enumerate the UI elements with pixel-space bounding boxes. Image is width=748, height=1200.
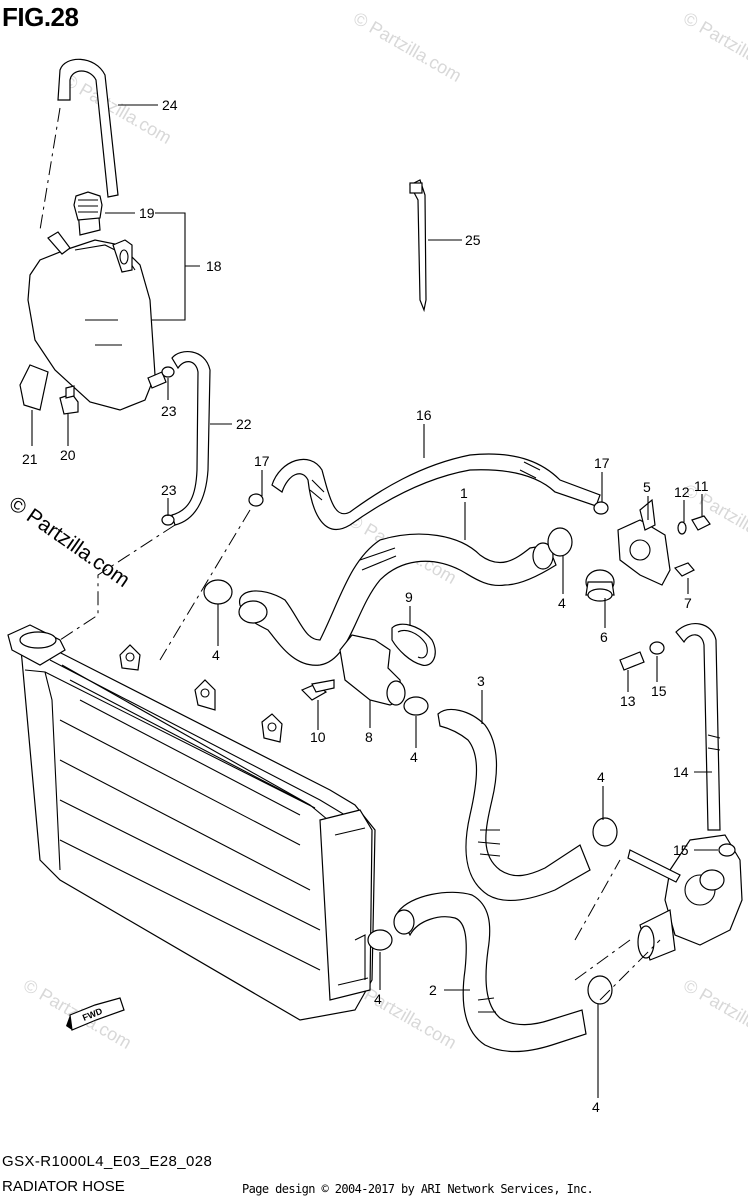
forward-arrow-icon	[66, 997, 125, 1031]
bolt	[619, 651, 645, 671]
callout-10: 10	[310, 729, 326, 745]
callout-20: 20	[60, 447, 76, 463]
callout-8: 8	[365, 729, 373, 745]
cable-tie	[409, 179, 427, 313]
callout-15: 15	[673, 842, 689, 858]
figure-title: FIG.28	[2, 2, 79, 32]
reservoir-hose	[171, 351, 211, 526]
radiator-outlet-hose	[437, 708, 591, 901]
callout-22: 22	[236, 416, 252, 432]
clamp-small	[248, 493, 609, 515]
callout-numbers: 24 19 18 25 23 22 21 20 16 17 23 17 5 12…	[22, 97, 709, 1115]
callout-25: 25	[465, 232, 481, 248]
callout-1: 1	[460, 485, 468, 501]
thermostat-housing	[339, 634, 406, 706]
water-pump-hose	[393, 891, 587, 1053]
callout-23: 23	[161, 482, 177, 498]
figure-name: RADIATOR HOSE	[2, 1178, 125, 1195]
callout-23: 23	[161, 403, 177, 419]
callout-21: 21	[22, 451, 38, 467]
callout-14: 14	[673, 764, 689, 780]
hose-clamp	[203, 527, 618, 1005]
callout-5: 5	[643, 479, 651, 495]
leader-lines	[31, 104, 718, 1098]
copyright: Page design © 2004-2017 by ARI Network S…	[242, 1182, 594, 1196]
callout-15: 15	[651, 683, 667, 699]
water-pump	[627, 834, 743, 961]
callout-6: 6	[600, 629, 608, 645]
bolt	[673, 515, 711, 577]
clamp-small	[649, 641, 736, 857]
callout-19: 19	[139, 205, 155, 221]
callout-24: 24	[162, 97, 178, 113]
bolt	[300, 679, 335, 701]
reservoir-tank	[27, 204, 167, 411]
callout-4: 4	[597, 769, 605, 785]
callout-4: 4	[592, 1099, 600, 1115]
callout-9: 9	[405, 589, 413, 605]
radiator	[7, 624, 376, 1021]
assembly-lines	[39, 107, 661, 1001]
callout-4: 4	[558, 595, 566, 611]
callout-7: 7	[684, 595, 692, 611]
model-code: GSX-R1000L4_E03_E28_028	[2, 1153, 213, 1170]
callout-2: 2	[429, 982, 437, 998]
callout-17: 17	[254, 453, 270, 469]
overflow-hose	[57, 58, 119, 198]
callout-4: 4	[410, 749, 418, 765]
callout-11: 11	[694, 478, 709, 494]
callout-13: 13	[620, 693, 636, 709]
thermostat	[585, 569, 615, 602]
bypass-hose	[271, 453, 601, 531]
breather-hose	[675, 623, 721, 831]
bolt	[59, 385, 79, 415]
callout-17: 17	[594, 455, 610, 471]
callout-12: 12	[674, 484, 690, 500]
callout-16: 16	[416, 407, 432, 423]
callout-18: 18	[206, 258, 222, 274]
o-ring	[391, 623, 436, 666]
reservoir-cap	[73, 191, 103, 221]
callout-4: 4	[374, 991, 382, 1007]
callout-4: 4	[212, 647, 220, 663]
pad	[19, 364, 49, 411]
radiator-inlet-hose	[238, 533, 557, 666]
callout-3: 3	[477, 673, 485, 689]
thermostat-cover	[617, 498, 671, 586]
